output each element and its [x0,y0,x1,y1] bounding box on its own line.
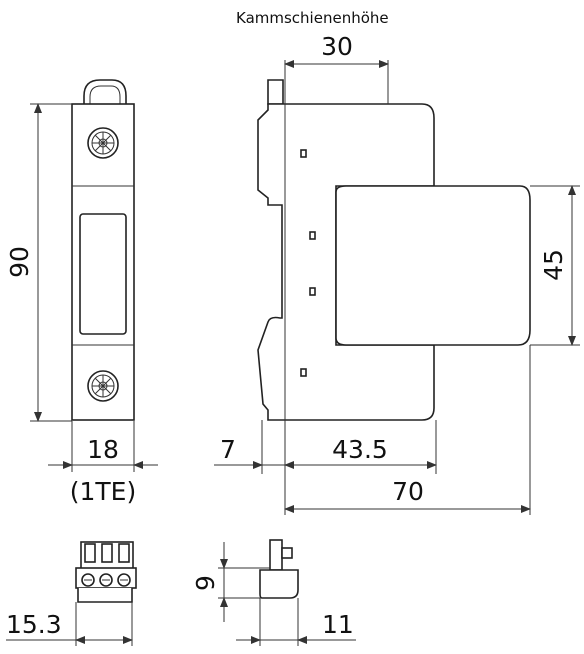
side-marker [309,287,316,296]
dimension-18: 18 (1TE) [48,421,158,506]
rail-clip-top [267,79,284,105]
label-7: 7 [220,435,236,464]
dimension-90: 90 [5,103,72,422]
label-90: 90 [5,246,34,278]
label-70: 70 [392,477,424,506]
side-marker [300,149,307,158]
plug-slot [101,543,113,563]
plug-base [77,588,133,603]
label-11: 11 [322,610,354,639]
label-kammschienenhoehe: Kammschienenhöhe [236,9,389,27]
label-15-3: 15.3 [6,610,62,639]
label-9: 9 [191,575,220,591]
front-view [71,79,135,421]
dimension-7-43-5: 7 43.5 [214,420,437,515]
plug-side-view [259,539,299,599]
dimension-70: 70 [284,345,531,515]
label-30: 30 [321,32,353,61]
front-handle [83,79,127,104]
side-housing-rear [257,103,435,421]
dimension-9: 9 [191,542,270,622]
side-front-cover [335,185,531,346]
label-43-5: 43.5 [332,435,388,464]
dimension-11: 11 [236,598,356,646]
front-handle-inner [89,85,121,104]
side-marker [309,231,316,240]
side-view [257,79,531,421]
top-screw-icon [87,127,119,159]
plug-front-view [75,541,137,603]
front-window [79,213,127,335]
label-18: 18 [87,435,119,464]
dimension-15-3: 15.3 [6,602,133,646]
plug-side-pin [269,539,283,571]
plug-slot [118,543,130,563]
plug-slot [84,543,96,563]
dimension-45: 45 [530,185,580,346]
plug-side-tab [281,547,293,559]
dimension-30: Kammschienenhöhe 30 [236,9,389,104]
side-marker [300,368,307,377]
bottom-screw-icon [87,370,119,402]
label-1te: (1TE) [70,477,136,506]
plug-side-body [259,569,299,599]
label-45: 45 [539,249,568,281]
